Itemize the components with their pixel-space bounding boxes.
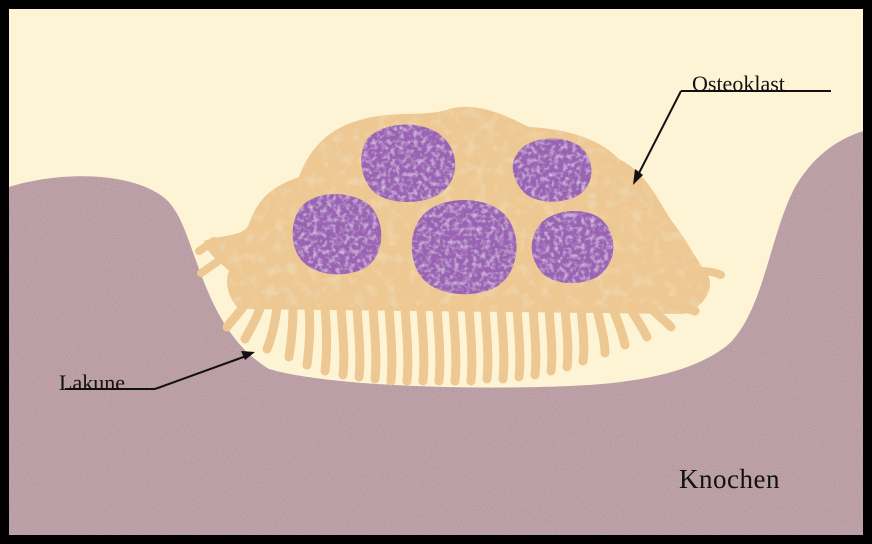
osteoklast-pointer xyxy=(637,91,681,177)
nucleus xyxy=(532,211,614,283)
osteoclast-cell xyxy=(199,107,721,381)
label-knochen: Knochen xyxy=(679,464,780,495)
nucleus xyxy=(361,124,455,202)
label-lakune: Lakune xyxy=(59,370,125,396)
nucleus xyxy=(412,200,517,294)
nucleus xyxy=(293,194,382,274)
nucleus xyxy=(513,139,592,202)
label-osteoklast: Osteoklast xyxy=(692,71,785,97)
